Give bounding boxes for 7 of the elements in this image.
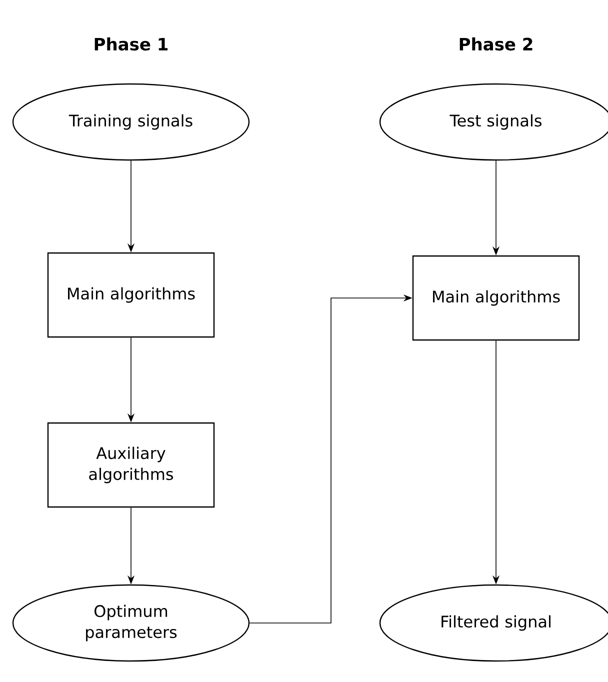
column-heading: Phase 1	[94, 37, 168, 51]
ellipse-node: Training signals	[12, 83, 250, 161]
process-box: Auxiliary algorithms	[47, 422, 215, 508]
ellipse-node: Optimum parameters	[12, 584, 250, 662]
process-box: Main algorithms	[47, 252, 215, 338]
process-box: Main algorithms	[412, 255, 580, 341]
column-heading: Phase 2	[460, 37, 532, 51]
